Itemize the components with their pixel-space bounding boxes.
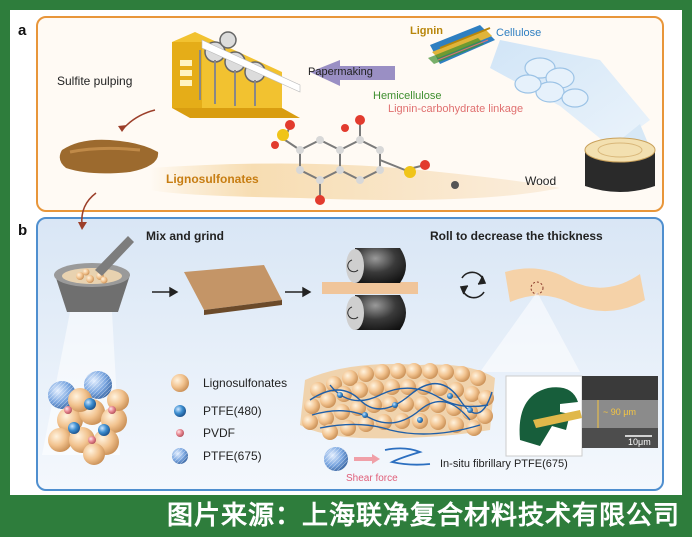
shear-force-label: Shear force (346, 473, 398, 484)
pulp-highlight (69, 146, 141, 154)
thickness-label: ~ 90 μm (603, 407, 636, 417)
curved-arrow-a-head (118, 125, 127, 132)
scale-bar-label: 10μm (628, 437, 651, 447)
rollers (322, 248, 418, 330)
papermaking-arrow (310, 60, 395, 86)
repeat-cycle-icon (459, 271, 487, 299)
legend-ptfe480-label: PTFE(480) (203, 404, 262, 418)
lignin-label: Lignin (410, 25, 443, 37)
ground-sheet-edge (204, 300, 282, 315)
lignin-fibre-bundle (428, 25, 495, 64)
sem-image (582, 376, 658, 448)
legend-ptfe675-mesh (172, 448, 188, 464)
image-source-caption: 图片来源：上海联净复合材料技术有限公司 (166, 501, 680, 531)
film-microstructure (300, 363, 495, 440)
legend-pvdf-label: PVDF (203, 426, 236, 440)
lignosulfonates-title: Lignosulfonates (166, 172, 259, 186)
mortar-and-pestle-icon (54, 236, 134, 312)
curved-arrow-b-head (78, 222, 87, 230)
papermaking-label: Papermaking (308, 66, 373, 78)
linkage-label: Lignin-carbohydrate linkage (388, 103, 524, 115)
legend-lignosulfonates-symbol (171, 374, 189, 392)
wood-fibre-illustration (428, 25, 656, 192)
lignosulfonate-molecule (271, 115, 459, 205)
film-zoom-cone (480, 292, 580, 372)
particle-cluster (48, 371, 129, 465)
hemicellulose-label: Hemicellulose (373, 90, 442, 102)
ground-sheet (184, 265, 282, 310)
legend-ptfe480-symbol (174, 405, 186, 417)
process-arrows (152, 286, 312, 298)
spartan-helmet-logo (505, 375, 583, 457)
curved-arrow-b (81, 192, 97, 226)
lignosulfonate-stream (150, 163, 560, 201)
mix-grind-label: Mix and grind (146, 229, 224, 243)
roll-label: Roll to decrease the thickness (430, 229, 603, 243)
legend-lignosulfonates-label: Lignosulfonates (203, 376, 288, 390)
wood-log (584, 137, 656, 192)
fibrillary-label: In-situ fibrillary PTFE(675) (440, 458, 568, 470)
cellulose-label: Cellulose (496, 27, 542, 39)
panel-b-letter: b (18, 222, 28, 239)
sulfite-pulping-label: Sulfite pulping (57, 74, 133, 88)
paper-machine-icon (172, 31, 301, 118)
thin-film (505, 268, 645, 312)
legend-pvdf-symbol (176, 429, 184, 437)
legend-ptfe675-label: PTFE(675) (203, 449, 262, 463)
shear-force-illustration (324, 447, 431, 471)
panel-a-letter: a (18, 22, 27, 39)
wood-label: Wood (525, 174, 557, 188)
